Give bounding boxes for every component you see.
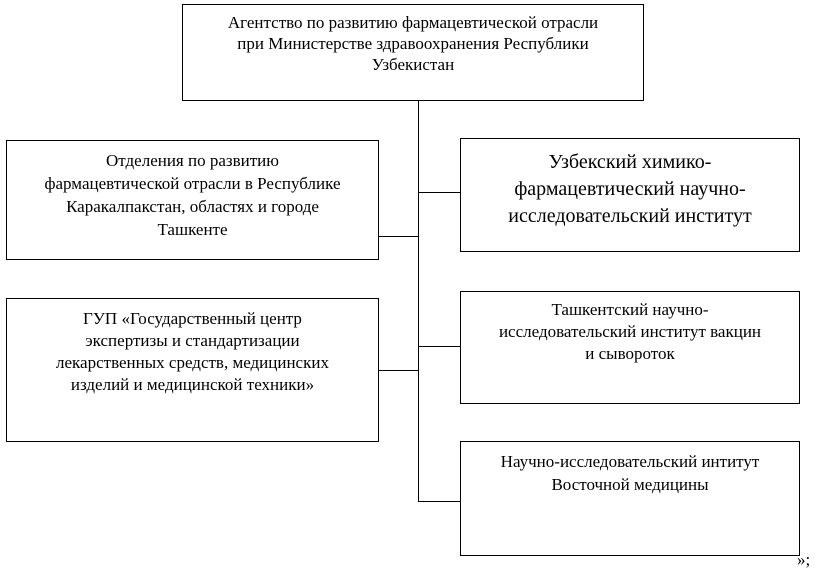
connector-right-3 [418,501,460,502]
state-center-label: ГУП «Государственный центр экспертизы и … [56,309,329,394]
trailing-text: »; [797,550,811,569]
root-agency-box: Агентство по развитию фармацевтической о… [182,4,644,101]
connector-right-1 [418,192,460,193]
connector-left-1 [379,236,419,237]
oriental-medicine-institute-label: Научно-исследовательский интитут Восточн… [500,452,760,494]
chem-pharm-institute-label: Узбекский химико- фармацевтический научн… [508,151,752,227]
root-agency-label: Агентство по развитию фармацевтической о… [227,13,599,74]
connector-left-2 [379,370,419,371]
regional-departments-box: Отделения по развитию фармацевтической о… [6,140,379,260]
chem-pharm-institute-box: Узбекский химико- фармацевтический научн… [460,138,800,252]
state-center-box: ГУП «Государственный центр экспертизы и … [6,298,379,442]
trunk-connector [418,101,419,502]
regional-departments-label: Отделения по развитию фармацевтической о… [44,151,341,239]
oriental-medicine-institute-box: Научно-исследовательский интитут Восточн… [460,441,800,556]
vaccine-institute-box: Ташкентский научно- исследовательский ин… [460,291,800,404]
connector-right-2 [418,346,460,347]
vaccine-institute-label: Ташкентский научно- исследовательский ин… [498,300,762,363]
